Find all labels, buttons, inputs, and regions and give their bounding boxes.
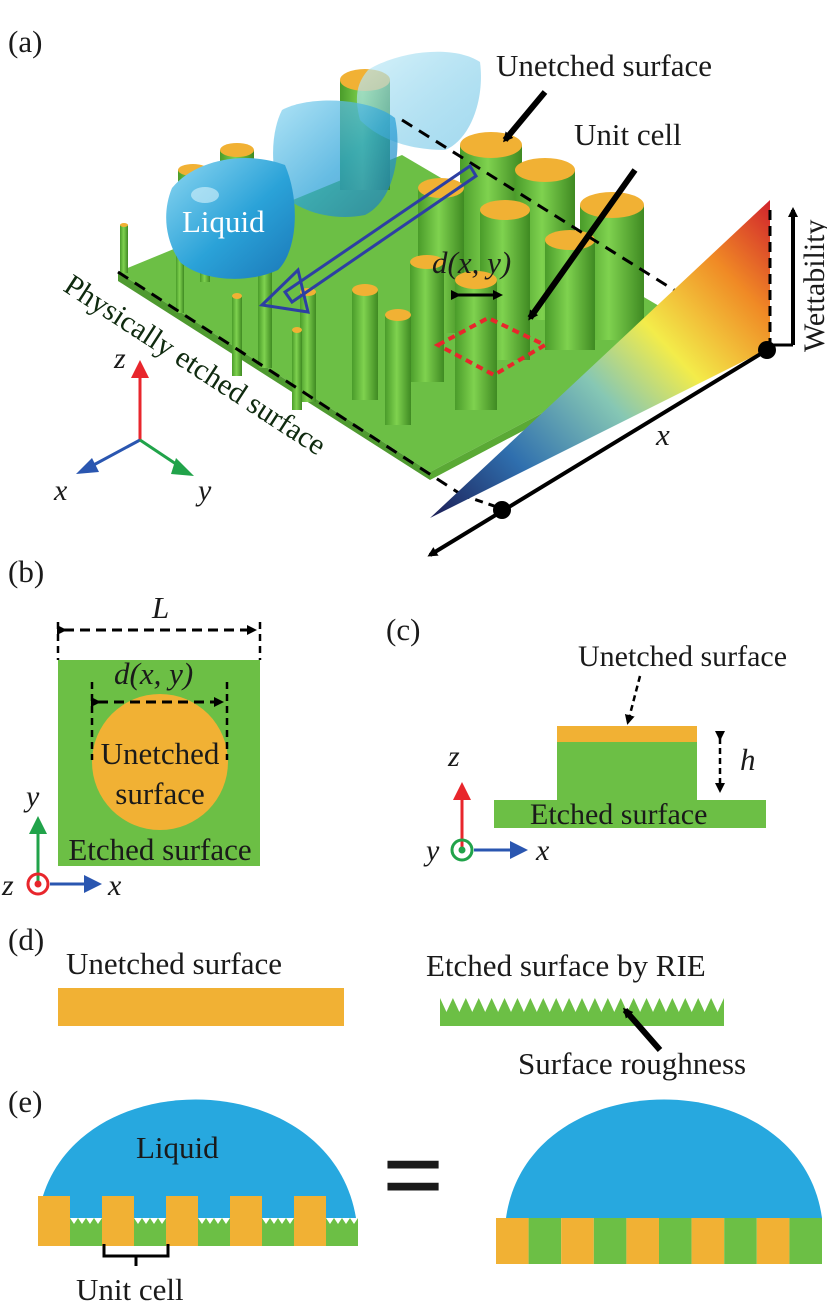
liquid-droplet bbox=[273, 100, 398, 218]
x-axis-arrow bbox=[427, 348, 769, 557]
axis-y-c: y bbox=[423, 834, 440, 867]
axis-y-b: y bbox=[23, 780, 40, 813]
unetched-pillar bbox=[294, 1196, 326, 1246]
wettability-gradient bbox=[430, 200, 770, 518]
unit-cell-outline bbox=[433, 315, 550, 378]
effective-etched-segment bbox=[593, 1218, 627, 1264]
effective-etched-segment bbox=[724, 1218, 757, 1264]
label-liquid-e: Liquid bbox=[136, 1130, 219, 1165]
panel-label-e: (e) bbox=[8, 1084, 42, 1119]
label-etched-b: Etched surface bbox=[68, 832, 251, 867]
unetched-pillar bbox=[230, 1196, 262, 1246]
rough-etched-strip bbox=[440, 998, 724, 1026]
panel-b: (b) L d(x, y) Unetched surface Etched su… bbox=[1, 554, 262, 902]
effective-etched-segment bbox=[789, 1218, 822, 1264]
pillar bbox=[352, 284, 378, 400]
label-wettability: Wettability bbox=[798, 219, 827, 352]
label-unit-cell-e: Unit cell bbox=[76, 1272, 184, 1307]
pillar bbox=[410, 255, 444, 382]
label-unetched-c: Unetched surface bbox=[578, 640, 787, 673]
pillar bbox=[385, 309, 411, 425]
unetched-circle bbox=[92, 694, 228, 830]
axis-triad-c: z y x bbox=[423, 740, 550, 867]
pillar bbox=[300, 288, 316, 402]
label-roughness: Surface roughness bbox=[518, 1046, 746, 1081]
callout-arrow-roughness bbox=[622, 1007, 663, 1052]
label-unetched-b-2: surface bbox=[115, 776, 205, 811]
label-h: h bbox=[740, 742, 756, 777]
effective-unetched-segment bbox=[496, 1218, 529, 1264]
label-unit-cell-a: Unit cell bbox=[574, 117, 682, 152]
unetched-pillar bbox=[38, 1196, 70, 1246]
axis-z-a: z bbox=[113, 342, 126, 375]
axis-triad-b: y z x bbox=[1, 780, 122, 902]
panel-label-a: (a) bbox=[8, 24, 42, 59]
unit-cell-bracket bbox=[102, 1244, 170, 1266]
label-etched-rie: Etched surface by RIE bbox=[426, 948, 706, 983]
callout-arrow-unetched bbox=[502, 90, 548, 143]
edge-dashed-front bbox=[117, 270, 463, 497]
label-etched-c: Etched surface bbox=[530, 798, 707, 831]
liquid-motion-arrow bbox=[282, 163, 479, 305]
panel-c: (c) Unetched surface h Etched surface z … bbox=[386, 612, 787, 867]
label-liquid-a: Liquid bbox=[182, 204, 265, 239]
effective-unetched-segment bbox=[756, 1218, 790, 1264]
axis-z-b: z bbox=[1, 869, 14, 902]
panel-a: (a) bbox=[8, 24, 827, 557]
effective-unetched-segment bbox=[561, 1218, 594, 1264]
liquid-cap-right bbox=[506, 1099, 822, 1218]
label-x-wettability: x bbox=[655, 417, 670, 452]
panel-label-b: (b) bbox=[8, 554, 44, 589]
pillar bbox=[258, 265, 272, 368]
effective-etched-segment bbox=[528, 1218, 562, 1264]
axis-y-a: y bbox=[195, 474, 212, 507]
label-diameter-a: d(x, y) bbox=[432, 245, 511, 280]
axis-x-b: x bbox=[107, 869, 122, 902]
unetched-pillar bbox=[166, 1196, 198, 1246]
callout-arrow-unit-cell bbox=[527, 168, 638, 321]
panel-label-c: (c) bbox=[386, 612, 420, 647]
axis-z-c: z bbox=[447, 740, 460, 773]
label-unetched-surface-a: Unetched surface bbox=[496, 48, 712, 83]
panel-label-d: (d) bbox=[8, 922, 44, 957]
pillar-row-left bbox=[38, 1196, 326, 1246]
axis-triad-a: z x y bbox=[53, 342, 212, 507]
pillar-c bbox=[557, 740, 697, 802]
callout-arrow-unetched-c bbox=[624, 675, 642, 725]
equals-sign: = bbox=[382, 1114, 445, 1236]
unetched-top-c bbox=[557, 726, 697, 742]
axis-x-c: x bbox=[535, 834, 550, 867]
effective-unetched-segment bbox=[691, 1218, 725, 1264]
pillar bbox=[455, 271, 497, 410]
pillar bbox=[292, 327, 302, 410]
unetched-strip bbox=[58, 988, 344, 1026]
label-L: L bbox=[151, 590, 169, 625]
panel-d: (d) Unetched surface Etched surface by R… bbox=[8, 922, 746, 1081]
effective-etched-segment bbox=[659, 1218, 692, 1264]
effective-unetched-segment bbox=[626, 1218, 659, 1264]
label-unetched-d: Unetched surface bbox=[66, 946, 282, 981]
unetched-pillar bbox=[102, 1196, 134, 1246]
axis-x-a: x bbox=[53, 474, 68, 507]
pillar bbox=[232, 293, 242, 376]
panel-e: (e) Liquid Unit cell = bbox=[8, 1084, 822, 1307]
pillar bbox=[120, 223, 128, 273]
pillar-row-right bbox=[496, 1218, 822, 1264]
label-unetched-b-1: Unetched bbox=[101, 736, 220, 771]
liquid-cap-left bbox=[38, 1099, 356, 1218]
etched-base-c bbox=[494, 800, 766, 828]
label-diameter-b: d(x, y) bbox=[114, 656, 193, 691]
